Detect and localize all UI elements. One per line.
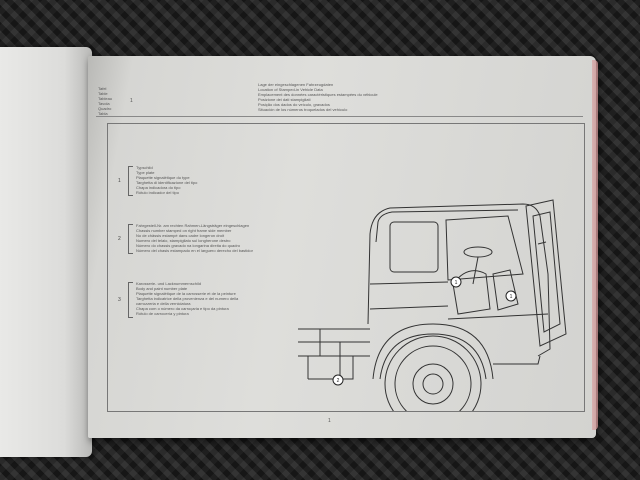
- callout-line: Type plate: [136, 170, 155, 175]
- callout-number: 3: [118, 297, 121, 303]
- callout-line: Número do chassis gravado na longarina d…: [136, 243, 241, 248]
- callout-line: Targhetta di identificazione del tipo: [136, 180, 198, 185]
- callout-bracket: [128, 166, 133, 196]
- callout-line: Chapa com o número da carroçaria e tipo …: [136, 306, 229, 311]
- callout-line: Numero del telaio, stampigliato sul long…: [136, 238, 231, 243]
- callout-bracket: [128, 282, 133, 318]
- header-title-line: Emplacement des données caractéristiques…: [258, 92, 378, 97]
- header-title-line: Situación de los números troquelados del…: [258, 107, 348, 112]
- page-edge-red-tint: [592, 60, 598, 430]
- header-left-item: Quadro: [98, 106, 112, 111]
- diagram-marker-1: [450, 276, 462, 288]
- header-left-item: Tavola: [98, 101, 110, 106]
- header-left-list: Tafel Table Tableau Tavola Quadro Tabla: [98, 86, 112, 116]
- callout-line: Targhetta indicatrice della provenienza …: [136, 296, 239, 301]
- diagram-marker-label: 1: [510, 294, 513, 300]
- header-table-number: 1: [130, 98, 133, 104]
- facing-page: [0, 47, 92, 457]
- callout-text: Fahrgestell-Nr. am rechten Rahmen-Längst…: [136, 223, 253, 253]
- manual-page: Tafel Table Tableau Tavola Quadro Tabla …: [88, 56, 598, 438]
- diagram-frame: 1 1 2 1 Typschild Type plate Plaquette s…: [107, 123, 585, 412]
- header-title-line: Lage der eingeschlagenen Fahrzeugdaten: [258, 82, 334, 87]
- truck-diagram: 1 1 2: [298, 199, 567, 411]
- callout-line: Número del chasis estampado en el largue…: [136, 248, 253, 253]
- callout-line: Plaquette signalétique du type: [136, 175, 190, 180]
- callout-line: Plaquette signalétique de la carrosserie…: [136, 291, 236, 296]
- callout-bracket: [128, 224, 133, 254]
- callout-number: 2: [118, 236, 121, 242]
- callout-line: Karosserie- und Lacknummernschild: [136, 281, 201, 286]
- header-left-item: Tableau: [98, 96, 113, 101]
- header-title-line: Posição dos dados do veículo, gravados: [258, 102, 330, 107]
- diagram-marker-2: [332, 374, 344, 386]
- header-title-line: Posizione dei dati stampigliati: [258, 97, 311, 102]
- diagram-marker-label: 1: [455, 280, 458, 286]
- callout-number: 1: [118, 178, 121, 184]
- page-number: 1: [328, 418, 331, 424]
- header-title-list: Lage der eingeschlagenen Fahrzeugdaten L…: [258, 82, 378, 112]
- callout-line: Typschild: [136, 165, 153, 170]
- callout-line: carrozzeria e della verniciatura: [136, 301, 191, 306]
- callout-text: Karosserie- und Lacknummernschild Body a…: [136, 281, 238, 316]
- callout-line: Chassis number stamped on right frame si…: [136, 228, 232, 233]
- callout-line: Rótulo indicador del tipo: [136, 190, 179, 195]
- callout-line: No de châssis estampé dans cadre longero…: [136, 233, 225, 238]
- callout-text: Typschild Type plate Plaquette signaléti…: [136, 165, 197, 195]
- diagram-marker-label: 2: [337, 378, 340, 384]
- callout-line: Chapa indicadora do tipo: [136, 185, 181, 190]
- callout-line: Rótulo de carrocería y pintura: [136, 311, 189, 316]
- callout-line: Fahrgestell-Nr. am rechten Rahmen-Längst…: [136, 223, 250, 228]
- callout-line: Body and paint number plate: [136, 286, 188, 291]
- header-left-item: Tabla: [98, 111, 108, 116]
- header-rule: [96, 116, 583, 117]
- header-left-item: Table: [98, 91, 108, 96]
- header-title-line: Location of Stamped-in Vehicle Data: [258, 87, 323, 92]
- diagram-marker-1b: [505, 290, 517, 302]
- header-left-item: Tafel: [98, 86, 107, 91]
